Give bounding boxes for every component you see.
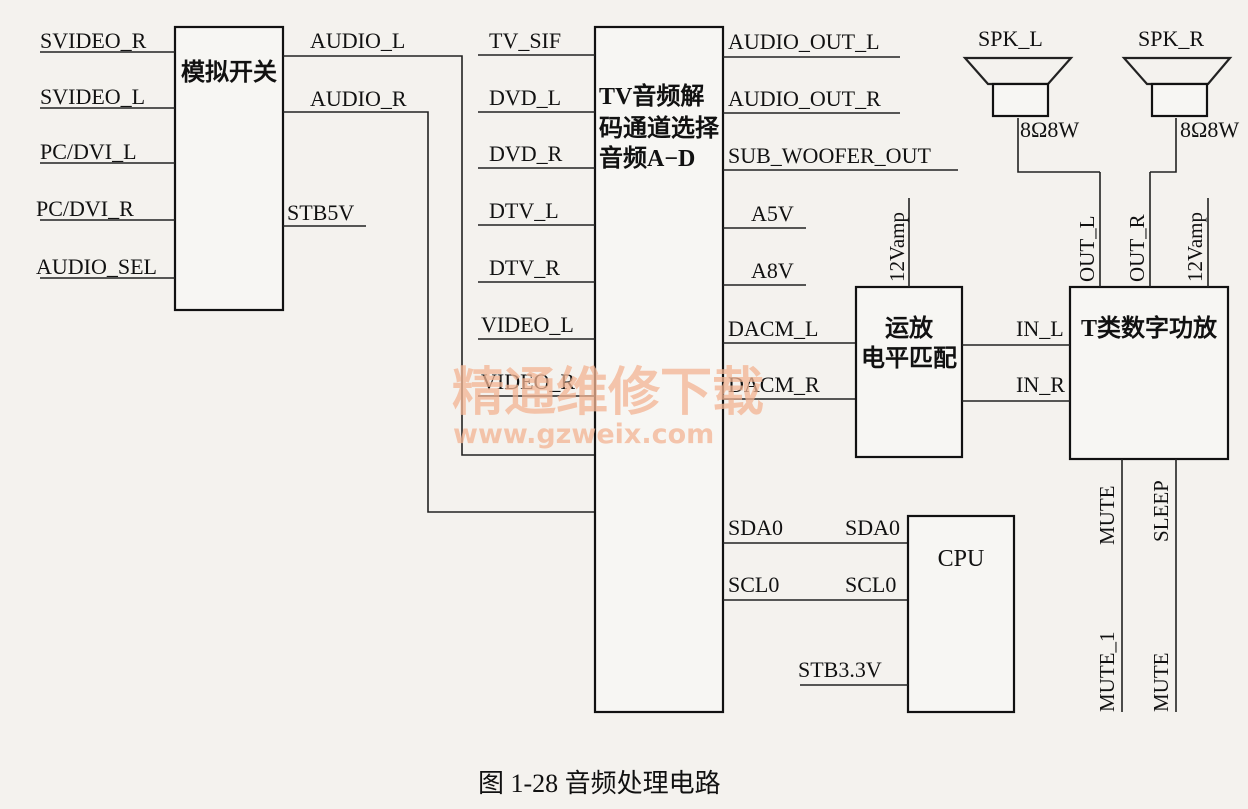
amplifier-label: T类数字功放: [1081, 314, 1218, 342]
figure-caption: 图 1-28 音频处理电路: [478, 769, 721, 798]
cpu-pin-mute-1: MUTE_1: [1095, 632, 1119, 713]
cpu-pin-mute: MUTE: [1149, 653, 1173, 713]
amplifier-pins: IN_L IN_R OUT_L OUT_R 12Vamp MUTE SLEEP: [962, 172, 1209, 712]
decoder-outputs: AUDIO_OUT_L AUDIO_OUT_R SUB_WOOFER_OUT A…: [723, 29, 958, 601]
input-svideo-r: SVIDEO_R: [40, 28, 147, 53]
analog-switch-label: 模拟开关: [181, 59, 277, 86]
cpu-block: [906, 514, 1016, 714]
cpu-pins: SDA0 SCL0 STB3.3V MUTE_1 MUTE: [798, 515, 1173, 712]
cpu-pin-stb33v: STB3.3V: [798, 657, 882, 682]
speaker-right-rating: 8Ω8W: [1180, 117, 1239, 142]
speaker-left: SPK_L 8Ω8W: [962, 26, 1079, 142]
speaker-left-rating: 8Ω8W: [1020, 117, 1079, 142]
cpu-pin-sda0: SDA0: [845, 515, 900, 540]
amp-pin-sleep: SLEEP: [1149, 480, 1173, 542]
decoder-output-a8v: A8V: [751, 258, 794, 283]
output-audio-l: AUDIO_L: [310, 28, 405, 53]
amp-pin-out-r: OUT_R: [1125, 214, 1149, 282]
opamp-label-line1: 运放: [885, 314, 934, 342]
decoder-output-audio-out-l: AUDIO_OUT_L: [728, 29, 880, 54]
output-audio-r: AUDIO_R: [310, 86, 407, 111]
watermark-url: www.gzweix.com: [453, 419, 714, 450]
speaker-right-name: SPK_R: [1138, 26, 1204, 51]
input-pc-dvi-r: PC/DVI_R: [36, 196, 134, 221]
speaker-right: SPK_R 8Ω8W: [1121, 26, 1239, 142]
decoder-output-dacm-l: DACM_L: [728, 316, 818, 341]
decoder-output-dacm-r: DACM_R: [728, 372, 820, 397]
speaker-left-name: SPK_L: [978, 26, 1043, 51]
decoder-output-sda0: SDA0: [728, 515, 783, 540]
amp-pin-out-l: OUT_L: [1075, 216, 1099, 283]
opamp-block: [854, 285, 964, 459]
input-pc-dvi-l: PC/DVI_L: [40, 139, 137, 164]
decoder-inputs: TV_SIF DVD_L DVD_R DTV_L DTV_R VIDEO_L V…: [478, 28, 595, 397]
decoder-output-sub-woofer: SUB_WOOFER_OUT: [728, 143, 931, 168]
decoder-input-video-r: VIDEO_R: [481, 369, 575, 394]
analog-switch-inputs: SVIDEO_R SVIDEO_L PC/DVI_L PC/DVI_R AUDI…: [36, 28, 175, 279]
decoder-block: [593, 25, 725, 714]
decoder-input-video-l: VIDEO_L: [481, 312, 574, 337]
cpu-pin-scl0: SCL0: [845, 572, 896, 597]
decoder-output-scl0: SCL0: [728, 572, 779, 597]
decoder-label-line1: TV音频解: [599, 82, 704, 110]
decoder-label-line3: 音频A−D: [599, 144, 695, 172]
amplifier-block: [1068, 285, 1230, 461]
opamp-supply-label: 12Vamp: [885, 212, 909, 282]
decoder-label-line2: 码通道选择: [599, 114, 720, 142]
decoder-input-dtv-r: DTV_R: [489, 255, 560, 280]
analog-switch-outputs: AUDIO_L AUDIO_R STB5V: [283, 28, 595, 513]
input-svideo-l: SVIDEO_L: [40, 84, 145, 109]
decoder-input-dvd-r: DVD_R: [489, 141, 563, 166]
input-audio-sel: AUDIO_SEL: [36, 254, 157, 279]
amp-pin-mute: MUTE: [1095, 486, 1119, 546]
amp-pin-supply: 12Vamp: [1183, 212, 1207, 282]
decoder-input-dvd-l: DVD_L: [489, 85, 561, 110]
decoder-output-a5v: A5V: [751, 201, 794, 226]
watermark-title: 精通维修下载: [452, 363, 764, 423]
decoder-output-audio-out-r: AUDIO_OUT_R: [728, 86, 881, 111]
cpu-label: CPU: [938, 546, 985, 572]
output-stb5v: STB5V: [287, 200, 354, 225]
decoder-input-dtv-l: DTV_L: [489, 198, 559, 223]
analog-switch-block: [173, 25, 285, 312]
amp-pin-in-l: IN_L: [1016, 316, 1064, 341]
decoder-input-tv-sif: TV_SIF: [489, 28, 561, 53]
amp-pin-in-r: IN_R: [1016, 372, 1065, 397]
opamp-label-line2: 电平匹配: [861, 345, 957, 372]
